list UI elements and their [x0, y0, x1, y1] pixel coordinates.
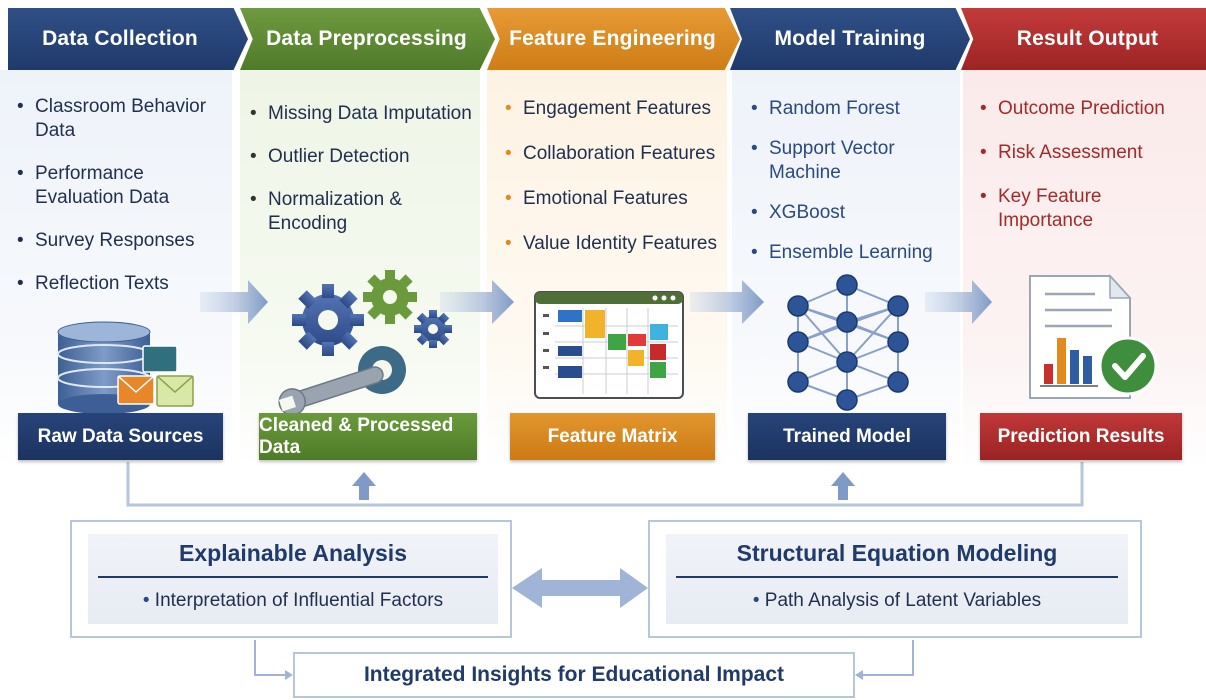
- list-item: Survey Responses: [17, 229, 232, 253]
- report-check-icon: [1029, 274, 1158, 399]
- up-arrow: [831, 472, 855, 500]
- list-item: Risk Assessment: [980, 141, 1200, 165]
- panel-item: Interpretation of Influential Factors: [88, 590, 498, 612]
- list-item: XGBoost: [751, 201, 966, 225]
- stage-list-feature-engineering: Engagement Features Collaboration Featur…: [505, 97, 730, 277]
- output-trained-model: Trained Model: [748, 413, 946, 460]
- panel-title: Structural Equation Modeling: [736, 540, 1058, 566]
- up-arrow: [352, 472, 376, 500]
- connector-arrowhead: [285, 670, 293, 680]
- stage-list-data-collection: Classroom Behavior Data Performance Eval…: [17, 95, 232, 296]
- list-item: Ensemble Learning: [751, 241, 966, 265]
- output-feature-matrix: Feature Matrix: [510, 413, 715, 460]
- list-item: Outcome Prediction: [980, 97, 1200, 121]
- stage-header-feature-engineering: Feature Engineering: [487, 8, 740, 70]
- panel-body: Explainable Analysis Interpretation of I…: [88, 534, 498, 624]
- sem-panel: Structural Equation Modeling Path Analys…: [648, 520, 1142, 638]
- list-item: Classroom Behavior Data: [17, 95, 232, 143]
- connector-arrowhead: [855, 670, 863, 680]
- stage-background-feature-engineering: [487, 70, 727, 470]
- stage-header-model-training: Model Training: [730, 8, 970, 70]
- list-item: Reflection Texts: [17, 272, 232, 296]
- list-item: Random Forest: [751, 97, 966, 121]
- bidirectional-arrow: [512, 568, 648, 608]
- list-item: Outlier Detection: [250, 145, 482, 169]
- list-item: Engagement Features: [505, 97, 730, 121]
- feedback-loop-line: [126, 462, 1084, 507]
- list-item: Performance Evaluation Data: [17, 162, 232, 210]
- stage-list-result-output: Outcome Prediction Risk Assessment Key F…: [980, 97, 1200, 253]
- flow-arrow: [925, 280, 992, 324]
- list-item: Value Identity Features: [505, 232, 730, 256]
- list-item: Support Vector Machine: [751, 137, 966, 185]
- stage-list-preprocessing: Missing Data Imputation Outlier Detectio…: [250, 102, 482, 255]
- list-item: Normalization & Encoding: [250, 188, 482, 236]
- list-item: Key Feature Importance: [980, 185, 1200, 233]
- neural-network-icon: [787, 274, 909, 411]
- list-item: Emotional Features: [505, 187, 730, 211]
- stage-background-result-output: [963, 70, 1206, 470]
- feature-matrix-icon: [534, 291, 684, 399]
- flow-arrow: [200, 280, 268, 324]
- explainable-analysis-panel: Explainable Analysis Interpretation of I…: [70, 520, 512, 638]
- panel-divider: [98, 576, 488, 578]
- output-raw-data-sources: Raw Data Sources: [18, 413, 223, 460]
- stage-list-model-training: Random Forest Support Vector Machine XGB…: [751, 97, 966, 281]
- flow-arrow: [690, 280, 764, 324]
- list-item: Missing Data Imputation: [250, 102, 482, 126]
- flow-arrow: [440, 280, 514, 324]
- panel-body: Structural Equation Modeling Path Analys…: [666, 534, 1128, 624]
- stage-header-data-collection: Data Collection: [8, 8, 248, 70]
- stage-header-preprocessing: Data Preprocessing: [240, 8, 495, 70]
- output-cleaned-data: Cleaned & Processed Data: [259, 413, 477, 460]
- stage-header-result-output: Result Output: [961, 8, 1206, 70]
- list-item: Collaboration Features: [505, 142, 730, 166]
- panel-title: Explainable Analysis: [179, 540, 407, 566]
- insight-connector: [254, 640, 914, 676]
- panel-divider: [676, 576, 1118, 578]
- database-icon: [57, 321, 194, 414]
- output-prediction-results: Prediction Results: [980, 413, 1182, 460]
- gears-wrench-icon: [278, 270, 452, 416]
- integrated-insights-box: Integrated Insights for Educational Impa…: [293, 652, 855, 698]
- panel-item: Path Analysis of Latent Variables: [666, 590, 1128, 612]
